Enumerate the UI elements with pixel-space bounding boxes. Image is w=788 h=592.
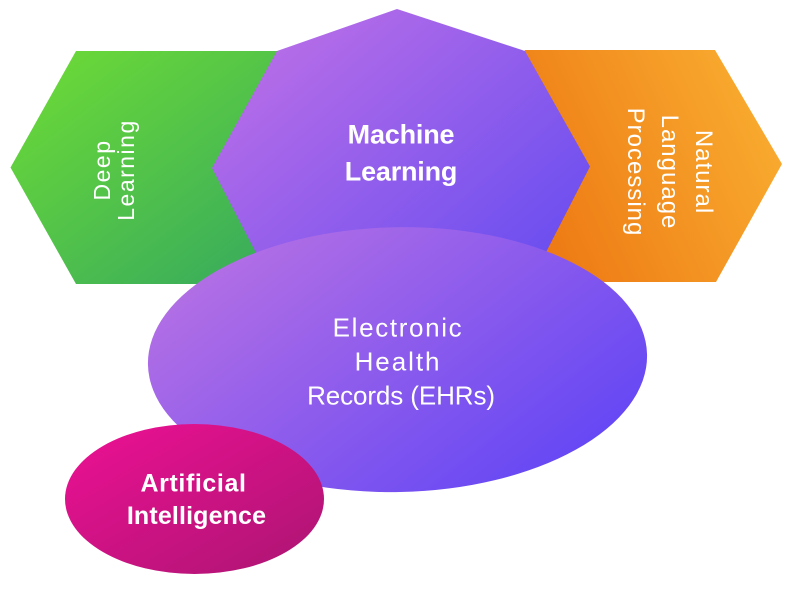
svg-text:Learning: Learning	[113, 119, 139, 221]
svg-text:Artificial: Artificial	[140, 470, 246, 498]
svg-text:Records (EHRs): Records (EHRs)	[307, 381, 495, 411]
svg-text:Learning: Learning	[345, 157, 457, 187]
svg-text:Machine: Machine	[348, 120, 455, 150]
svg-text:Deep: Deep	[89, 140, 115, 201]
svg-text:Processing: Processing	[622, 108, 649, 237]
svg-text:Electronic: Electronic	[333, 313, 464, 343]
svg-text:Health: Health	[355, 347, 442, 377]
svg-text:Language: Language	[656, 115, 683, 230]
svg-text:Intelligence: Intelligence	[127, 502, 266, 530]
svg-text:Natural: Natural	[690, 130, 717, 214]
